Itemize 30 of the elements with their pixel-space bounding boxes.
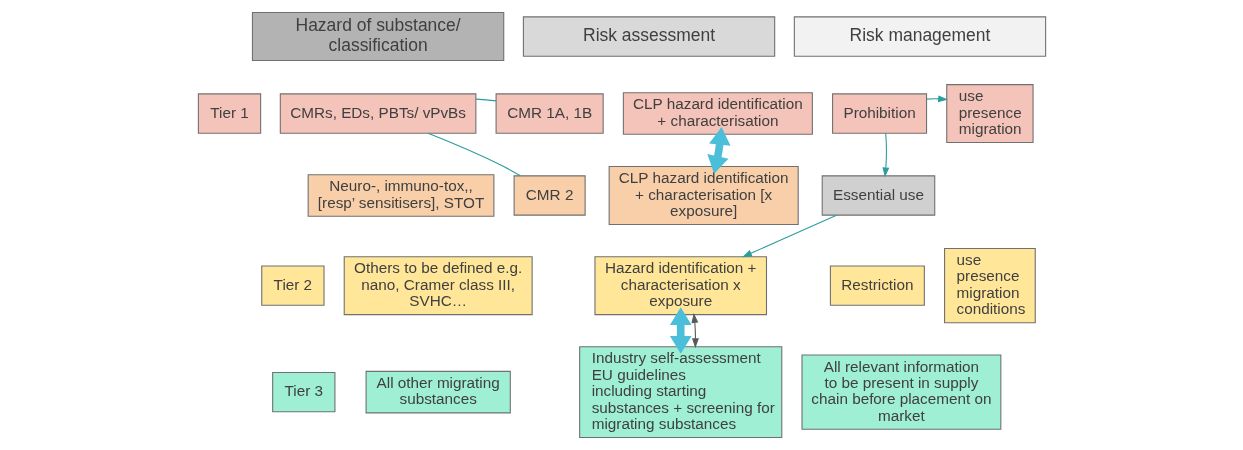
node-box: Hazard identification + characterisation x exposure: [593, 256, 767, 316]
arrow: [881, 133, 889, 178]
node-box: Tier 3: [271, 371, 335, 413]
node-box: CMRs, EDs, PBTs/ vPvBs: [279, 93, 476, 134]
node-box: use presence migration: [945, 84, 1034, 144]
node-box: Restriction: [829, 265, 925, 306]
node-box: Neuro-, immuno-tox,, [resp’ sensitisers], STOT: [307, 174, 494, 217]
connector: [427, 132, 521, 177]
node-box: use presence migration conditions: [943, 247, 1036, 324]
node-box: All relevant information to be present in supply chain before placement on market: [800, 354, 1001, 430]
node-box: CMR 2: [513, 175, 586, 216]
node-box: Tier 2: [260, 265, 325, 306]
node-box: Prohibition: [831, 93, 927, 134]
node-box: Hazard of substance/ classification: [251, 11, 504, 62]
node-box: CLP hazard identification + characterisation: [622, 92, 813, 135]
arrow: [925, 95, 948, 103]
arrow: [690, 313, 699, 349]
node-box: Risk assessment: [522, 16, 775, 57]
node-box: Others to be defined e.g. nano, Cramer class III, SVHC…: [343, 256, 533, 316]
node-box: CMR 1A, 1B: [495, 93, 604, 134]
arrow: [741, 214, 837, 258]
arrow: [706, 127, 731, 174]
connector: [474, 98, 497, 102]
node-box: All other migrating substances: [365, 370, 511, 414]
arrow: [669, 307, 692, 354]
node-box: CLP hazard identification + characterisation [x exposure]: [608, 166, 799, 225]
node-box: Essential use: [821, 175, 935, 216]
node-box: Industry self-assessment EU guidelines including starting substances + screening for migrating substances: [578, 346, 782, 439]
node-box: Tier 1: [197, 93, 261, 134]
node-box: Risk management: [793, 16, 1046, 57]
